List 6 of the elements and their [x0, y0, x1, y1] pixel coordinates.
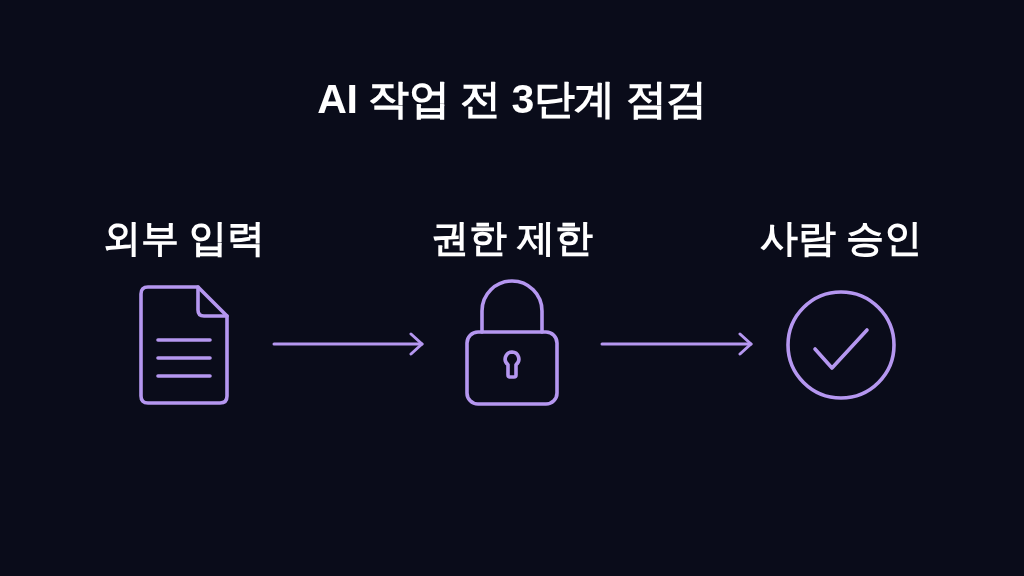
step-heading: 외부 입력: [102, 216, 266, 261]
arrow: [600, 332, 753, 356]
step-heading: 권한 제한: [430, 216, 594, 261]
arrow: [272, 332, 424, 356]
title: AI 작업 전 3단계 점검: [317, 76, 707, 122]
step-heading: 사람 승인: [759, 216, 923, 261]
